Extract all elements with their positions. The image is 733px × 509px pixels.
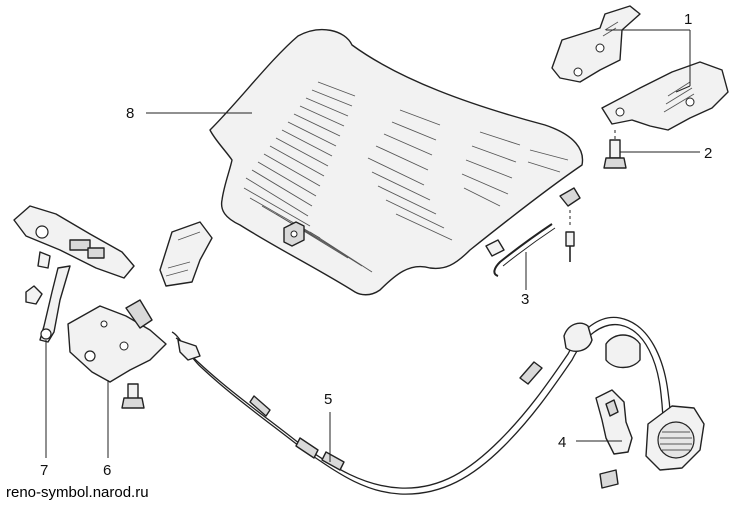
source-watermark: reno-symbol.narod.ru bbox=[4, 484, 151, 501]
callout-7: 7 bbox=[40, 462, 48, 479]
callout-labels: 1 2 3 4 5 6 7 8 bbox=[40, 11, 712, 479]
leader-lines bbox=[45, 29, 700, 462]
callout-8: 8 bbox=[126, 105, 134, 122]
callout-1: 1 bbox=[684, 11, 692, 28]
bonnet-lock-bracket bbox=[13, 205, 135, 343]
callout-5: 5 bbox=[324, 391, 332, 408]
bonnet-prop-rod bbox=[485, 187, 581, 277]
bonnet-lock bbox=[67, 299, 167, 409]
callout-6: 6 bbox=[103, 462, 111, 479]
bonnet-release-handle bbox=[595, 389, 705, 489]
bonnet-hinge-lower bbox=[601, 61, 729, 131]
bonnet-hinge-upper bbox=[551, 5, 641, 83]
bonnet-bump-stop bbox=[159, 221, 213, 287]
hinge-bolt bbox=[603, 130, 627, 169]
callout-3: 3 bbox=[521, 291, 529, 308]
bonnet-texture bbox=[243, 81, 569, 273]
callout-2: 2 bbox=[704, 145, 712, 162]
bonnet-release-cable bbox=[171, 316, 672, 495]
bonnet-panel bbox=[209, 28, 584, 296]
callout-4: 4 bbox=[558, 434, 566, 451]
